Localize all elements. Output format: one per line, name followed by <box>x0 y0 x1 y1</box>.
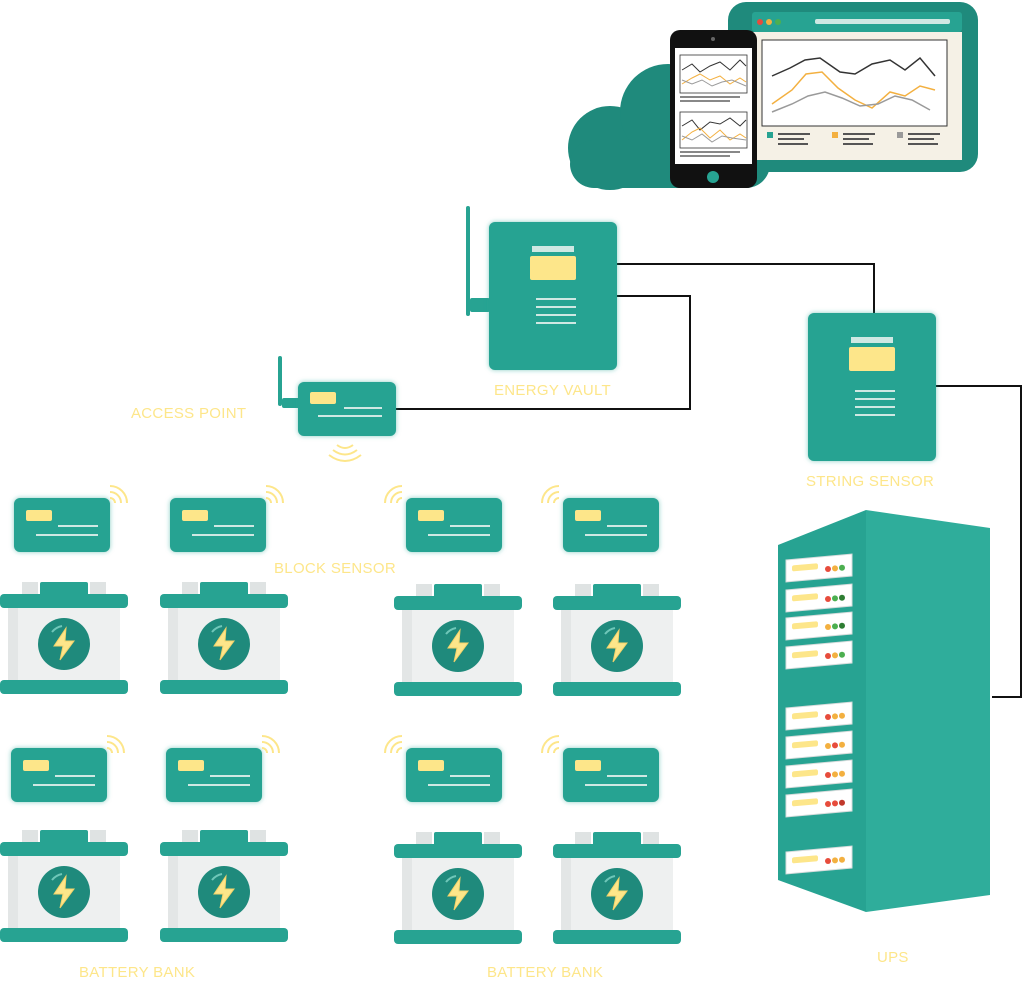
block-sensor <box>384 735 502 802</box>
lightning-bolt-icon <box>591 868 643 920</box>
server-rack-icon <box>778 510 990 912</box>
server-slot <box>785 701 853 731</box>
vault-to-access-point-line <box>395 295 691 410</box>
wifi-icon <box>541 485 560 504</box>
wifi-icon <box>109 485 128 504</box>
block-sensors <box>11 485 659 802</box>
block-sensor <box>384 485 502 552</box>
block-sensor <box>541 485 659 552</box>
server-slot <box>785 845 853 875</box>
antenna-icon <box>278 356 300 408</box>
battery-icon <box>0 830 128 942</box>
energy-vault <box>466 206 617 370</box>
battery-icon <box>553 832 681 944</box>
lightning-bolt-icon <box>38 866 90 918</box>
block-sensor-label: BLOCK SENSOR <box>274 560 396 577</box>
wifi-icon <box>384 735 403 754</box>
server-slot <box>785 611 853 641</box>
lightning-bolt-icon <box>198 866 250 918</box>
access-point <box>278 356 396 462</box>
battery-icon <box>0 582 128 694</box>
wifi-icon <box>328 444 362 462</box>
smartphone-icon <box>670 30 757 188</box>
lightning-bolt-icon <box>198 618 250 670</box>
battery-bank-left-label: BATTERY BANK <box>79 964 196 981</box>
connection-lines <box>395 263 1022 698</box>
server-slot <box>785 583 853 613</box>
battery-icon <box>553 584 681 696</box>
monitor-icon <box>728 2 978 172</box>
string-sensor-to-ups-line <box>936 385 1022 698</box>
server-slot <box>785 730 853 760</box>
wifi-icon <box>106 735 125 754</box>
access-point-label: ACCESS POINT <box>131 405 247 422</box>
lightning-bolt-icon <box>38 618 90 670</box>
antenna-icon <box>466 206 490 316</box>
server-slot <box>785 553 853 583</box>
block-sensor <box>166 735 280 802</box>
energy-vault-label: ENERGY VAULT <box>494 382 611 399</box>
vault-to-string-sensor-line <box>617 263 875 313</box>
lightning-bolt-icon <box>432 868 484 920</box>
server-slot <box>785 788 853 818</box>
server-slot <box>785 759 853 789</box>
block-sensor <box>14 485 128 552</box>
battery-icon <box>160 582 288 694</box>
block-sensor <box>541 735 659 802</box>
battery-icon <box>394 584 522 696</box>
wifi-icon <box>261 735 280 754</box>
wifi-icon <box>265 485 284 504</box>
wifi-icon <box>384 485 403 504</box>
lightning-bolt-icon <box>591 620 643 672</box>
server-slot <box>785 640 853 670</box>
battery-icon <box>160 830 288 942</box>
block-sensor <box>11 735 125 802</box>
block-sensor <box>170 485 284 552</box>
lightning-bolt-icon <box>432 620 484 672</box>
wifi-icon <box>541 735 560 754</box>
battery-banks <box>0 582 681 944</box>
string-sensor <box>808 313 936 461</box>
battery-icon <box>394 832 522 944</box>
battery-bank-right-label: BATTERY BANK <box>487 964 604 981</box>
ups-label: UPS <box>877 949 909 966</box>
string-sensor-label: STRING SENSOR <box>806 473 935 490</box>
